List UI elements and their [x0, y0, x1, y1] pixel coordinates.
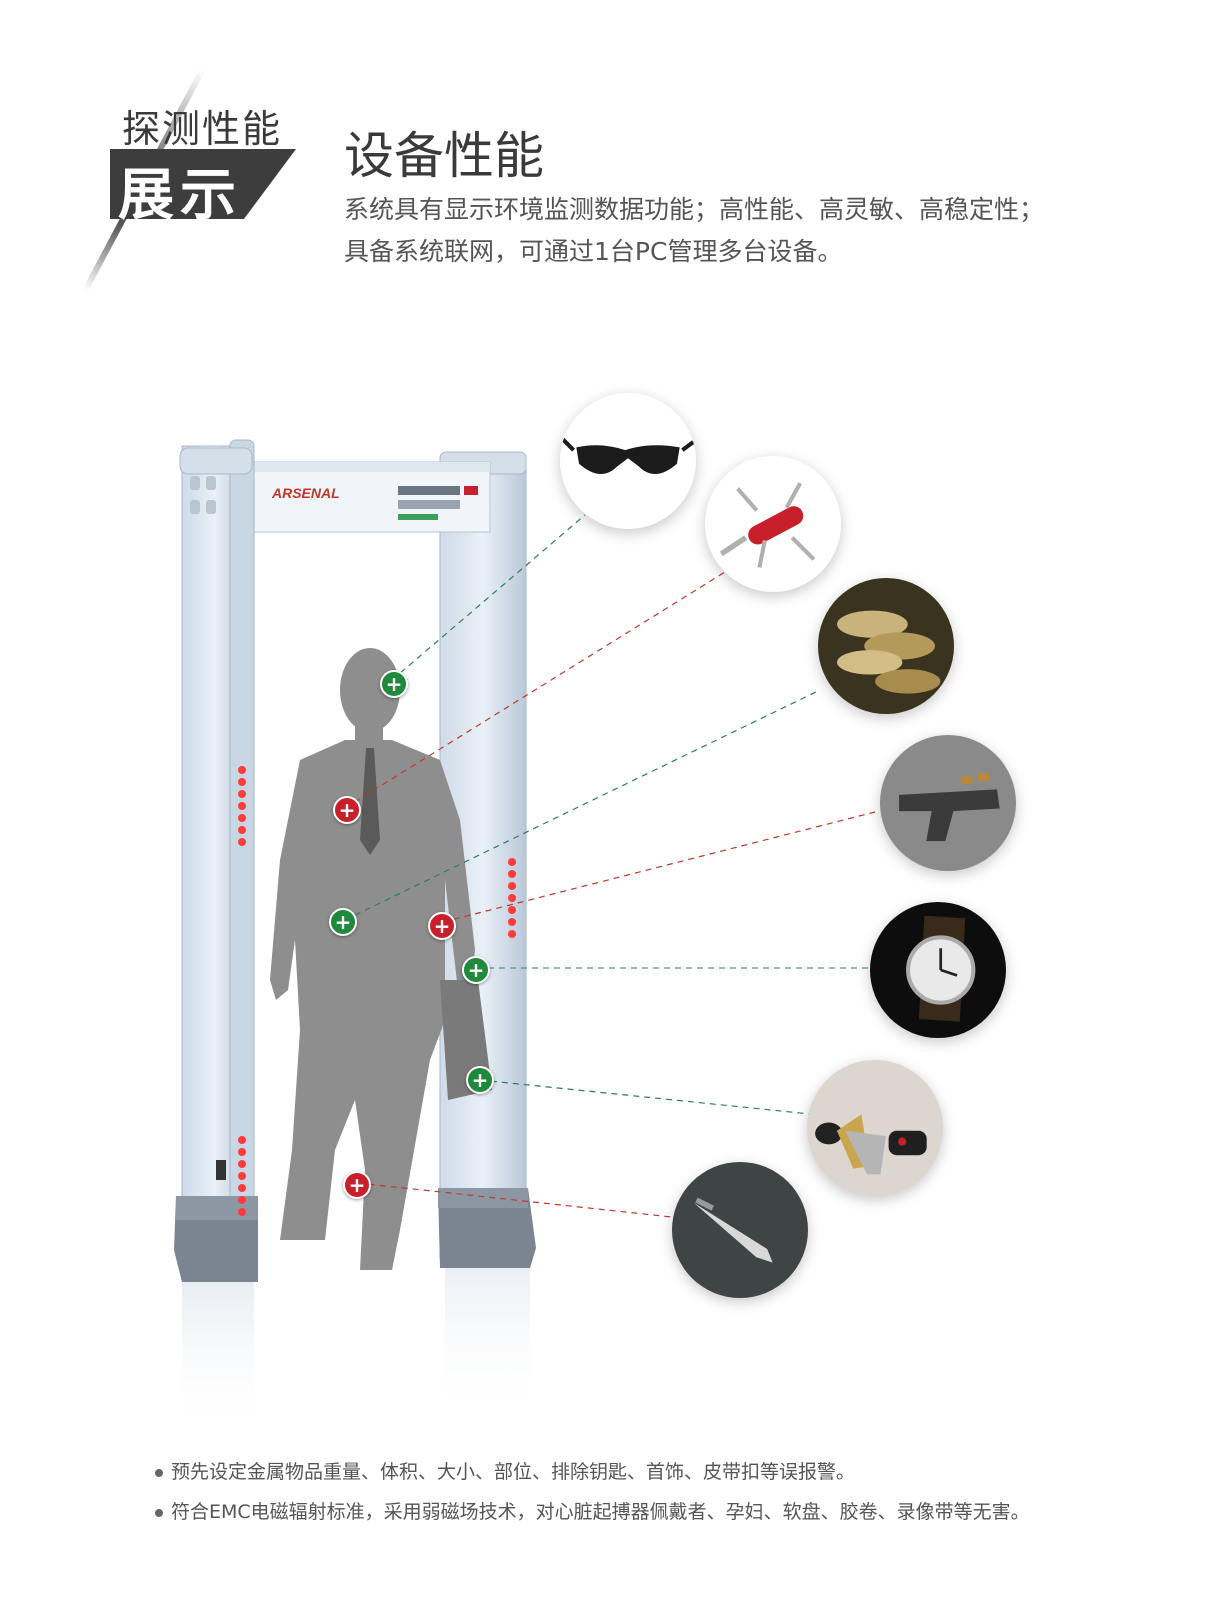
badge-bottom-text: 展示	[118, 163, 242, 228]
description-line-2: 具备系统联网，可通过1台PC管理多台设备。	[344, 237, 843, 266]
leader-knife-blade	[357, 1182, 691, 1220]
right-led-strip	[508, 858, 516, 938]
gate-brand-logo: ARSENAL	[271, 485, 340, 501]
note-text: 符合EMC电磁辐射标准，采用弱磁场技术，对心脏起搏器佩戴者、孕妇、软盘、胶卷、录…	[171, 1501, 1030, 1523]
car-keys-icon	[815, 1114, 927, 1175]
left-pillar-reflection	[182, 1280, 254, 1440]
sunglasses-icon	[561, 437, 695, 474]
leader-coins	[344, 689, 821, 921]
marker-watch[interactable]: +	[462, 956, 490, 984]
leader-handgun	[442, 811, 876, 923]
section-description: 系统具有显示环境监测数据功能；高性能、高灵敏、高稳定性； 具备系统联网，可通过1…	[344, 189, 1044, 273]
leader-sunglasses	[391, 514, 586, 681]
right-pillar-reflection	[445, 1260, 530, 1420]
description-line-1: 系统具有显示环境监测数据功能；高性能、高灵敏、高稳定性；	[344, 195, 1045, 224]
section-title: 设备性能	[344, 127, 544, 185]
knife-blade-thumbnail	[672, 1162, 808, 1298]
coins-icon	[837, 610, 941, 694]
coins-thumbnail	[818, 578, 954, 714]
badge-top-text: 探测性能	[122, 107, 283, 151]
note-item: 符合EMC电磁辐射标准，采用弱磁场技术，对心脏起搏器佩戴者、孕妇、软盘、胶卷、录…	[155, 1492, 1030, 1532]
marker-handgun[interactable]: +	[428, 912, 456, 940]
army-knife-icon	[719, 482, 816, 568]
marker-army-knife[interactable]: +	[333, 796, 361, 824]
army-knife-thumbnail	[705, 456, 841, 592]
watch-thumbnail	[870, 902, 1006, 1038]
marker-keys[interactable]: +	[466, 1066, 494, 1094]
bullet-icon	[155, 1508, 163, 1517]
person-silhouette	[270, 648, 492, 1270]
leader-keys	[479, 1079, 811, 1115]
leader-army-knife	[344, 571, 726, 809]
left-led-strip-lower	[238, 1136, 246, 1216]
keys-thumbnail	[807, 1060, 943, 1196]
handgun-icon	[899, 773, 1000, 842]
marker-sunglasses[interactable]: +	[380, 670, 408, 698]
marker-knife-blade[interactable]: +	[343, 1171, 371, 1199]
left-led-strip-upper	[238, 766, 246, 846]
handgun-thumbnail	[880, 735, 1016, 871]
feature-notes: 预先设定金属物品重量、体积、大小、部位、排除钥匙、首饰、皮带扣等误报警。 符合E…	[155, 1452, 1030, 1532]
sunglasses-thumbnail	[560, 393, 696, 529]
note-item: 预先设定金属物品重量、体积、大小、部位、排除钥匙、首饰、皮带扣等误报警。	[155, 1452, 1030, 1492]
marker-coins[interactable]: +	[329, 908, 357, 936]
wristwatch-icon	[906, 915, 976, 1022]
bullet-icon	[155, 1468, 163, 1477]
knife-blade-icon	[693, 1197, 773, 1263]
note-text: 预先设定金属物品重量、体积、大小、部位、排除钥匙、首饰、皮带扣等误报警。	[171, 1461, 856, 1483]
left-pillar	[174, 439, 258, 1282]
